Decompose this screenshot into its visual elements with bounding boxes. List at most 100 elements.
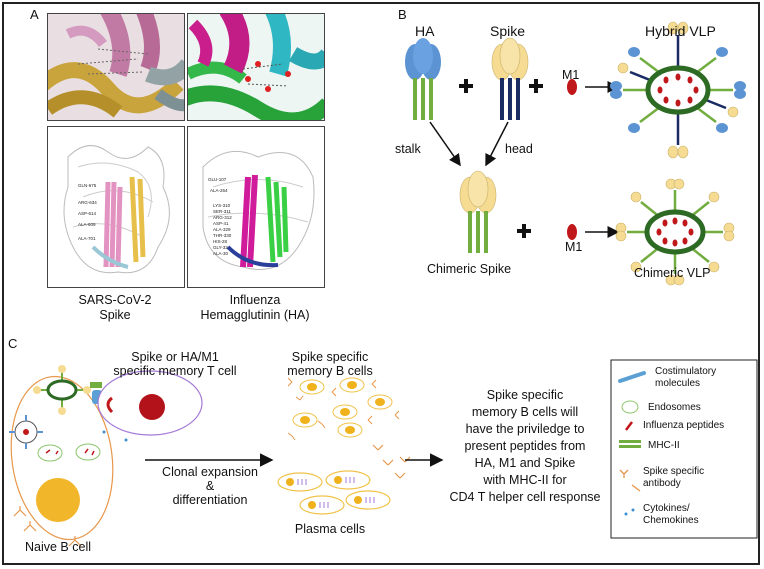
ha-residue-text: LYS-310 (213, 203, 231, 208)
chimeric-vlp-label: Chimeric VLP (634, 266, 711, 280)
ha-residue-text: THR-330 (213, 233, 232, 238)
ha-residue-text: ALA-329 (213, 227, 231, 232)
head-label: head (505, 142, 533, 156)
plus-icon (529, 79, 543, 93)
ha-residue-text: GLU-107 (208, 177, 227, 182)
nucleus-icon (36, 478, 80, 522)
ha-caption-line2: Hemagglutinin (HA) (200, 308, 310, 322)
ha-structure-image: GLU-107 ALA-264 LYS-310 SER-311 ARG-312 … (187, 126, 325, 288)
legend-peptides: Influenza peptides (643, 420, 725, 431)
panel-b-letter: B (398, 7, 407, 22)
vlp-schematic (405, 21, 746, 286)
m1-icon (567, 224, 577, 240)
antibody-icon (13, 506, 82, 547)
panel-a-letter: A (30, 7, 39, 22)
spike-closeup-image (47, 13, 185, 121)
cytokine-icon (624, 508, 635, 516)
stalk-label: stalk (395, 142, 421, 156)
ha-caption-line1: Influenza (229, 293, 281, 307)
legend-mhc: MHC-II (648, 440, 680, 451)
spike-caption-line1: SARS-CoV-2 (78, 293, 152, 307)
arrow-icon (429, 121, 461, 167)
ha-residue-text: ALA-264 (210, 188, 228, 193)
spike-closeup-render (48, 14, 184, 120)
mhc-icon (90, 382, 102, 388)
m1-label-top: M1 (562, 68, 580, 82)
peptide-icon (84, 448, 95, 456)
m1-label-bottom: M1 (565, 240, 583, 254)
ha-residue-text: ASP-41 (213, 221, 229, 226)
panel-c-letter: C (8, 336, 18, 351)
spike-residue-text: ALA-701 (78, 236, 96, 241)
spike-residue-text: GLN-675 (78, 183, 97, 188)
immune-schematic (9, 359, 758, 547)
spike-trimer-icon (491, 37, 529, 120)
memory-t-label-line1: Spike or HA/M1 (131, 350, 219, 364)
endosome-icon (37, 444, 63, 462)
antibody-icon (619, 469, 641, 492)
legend-cytokines-line2: Chemokines (643, 515, 699, 526)
m1-icon (567, 79, 577, 95)
clonal-label-line3: differentiation (172, 493, 248, 507)
costim-icon (618, 371, 646, 383)
memory-b-label-line2: memory B cells (287, 364, 373, 378)
statement-line: HA, M1 and Spike (474, 456, 576, 470)
ha-residue-text: GLY-33 (213, 245, 228, 250)
ha-residue-text: ALA-30 (213, 251, 229, 256)
endosome-icon (621, 400, 639, 414)
memory-b-label-line1: Spike specific (291, 350, 369, 364)
ha-closeup-image (187, 13, 325, 121)
clonal-label-line2: & (205, 479, 215, 493)
legend-endosomes: Endosomes (648, 402, 701, 413)
legend-antibody-line2: antibody (643, 478, 681, 489)
legend-costim-line1: Costimulatory (655, 366, 717, 377)
virion-icon (9, 415, 43, 449)
legend-antibody-line1: Spike specific (643, 466, 705, 477)
peptide-icon (625, 421, 633, 431)
spike-residue-text: ASP-614 (78, 211, 97, 216)
vlp-icon (33, 365, 91, 415)
endosome-icon (75, 443, 101, 461)
statement-line: memory B cells will (471, 405, 579, 419)
ha-residue-text: SER-311 (213, 209, 231, 214)
ha-label: HA (415, 23, 435, 39)
hybrid-vlp-label: Hybrid VLP (645, 23, 716, 39)
memory-b-cells-icon (287, 377, 400, 441)
mhc-icon (619, 440, 641, 448)
statement-line: with MHC-II for (483, 473, 567, 487)
ha-trimer-icon (405, 38, 441, 120)
ha-residue-text: ARG-312 (213, 215, 232, 220)
tcr-icon (106, 396, 114, 414)
statement-line: present peptides from (464, 439, 586, 453)
legend-cytokines-line1: Cytokines/ (643, 503, 690, 514)
chimeric-spike-icon (459, 170, 497, 253)
chimeric-vlp-icon (615, 178, 735, 286)
peptide-icon (45, 449, 59, 455)
spike-residue-text: ARG-634 (78, 200, 97, 205)
spike-residue-text: ALA-609 (78, 222, 96, 227)
chimeric-spike-label: Chimeric Spike (427, 262, 512, 276)
plus-icon (517, 224, 531, 238)
spike-structure-render: GLN-675 ARG-634 ASP-614 ALA-609 ALA-701 (63, 145, 170, 274)
plus-icon (459, 79, 473, 93)
statement-line: Spike specific (486, 388, 564, 402)
legend-costim-line2: molecules (655, 378, 701, 389)
plasma-cells-icon (277, 444, 411, 515)
clonal-label-line1: Clonal expansion (162, 465, 258, 479)
nucleus-icon (139, 394, 165, 420)
ha-residue-text: HIS-28 (213, 239, 228, 244)
spike-structure-image: GLN-675 ARG-634 ASP-614 ALA-609 ALA-701 (47, 126, 185, 288)
statement-line: have the priviledge to (465, 422, 585, 436)
naive-b-cell-label: Naive B cell (25, 540, 91, 554)
hybrid-vlp-icon (610, 21, 746, 159)
ha-closeup-render (188, 14, 324, 120)
arrow-icon (485, 121, 509, 167)
legend-box (610, 359, 758, 539)
plasma-cells-label: Plasma cells (294, 522, 366, 536)
memory-t-label-line2: specific memory T cell (113, 364, 237, 378)
ha-structure-render: GLU-107 ALA-264 LYS-310 SER-311 ARG-312 … (202, 150, 315, 270)
spike-label: Spike (490, 23, 526, 39)
statement-line: CD4 T helper cell response (449, 490, 601, 504)
